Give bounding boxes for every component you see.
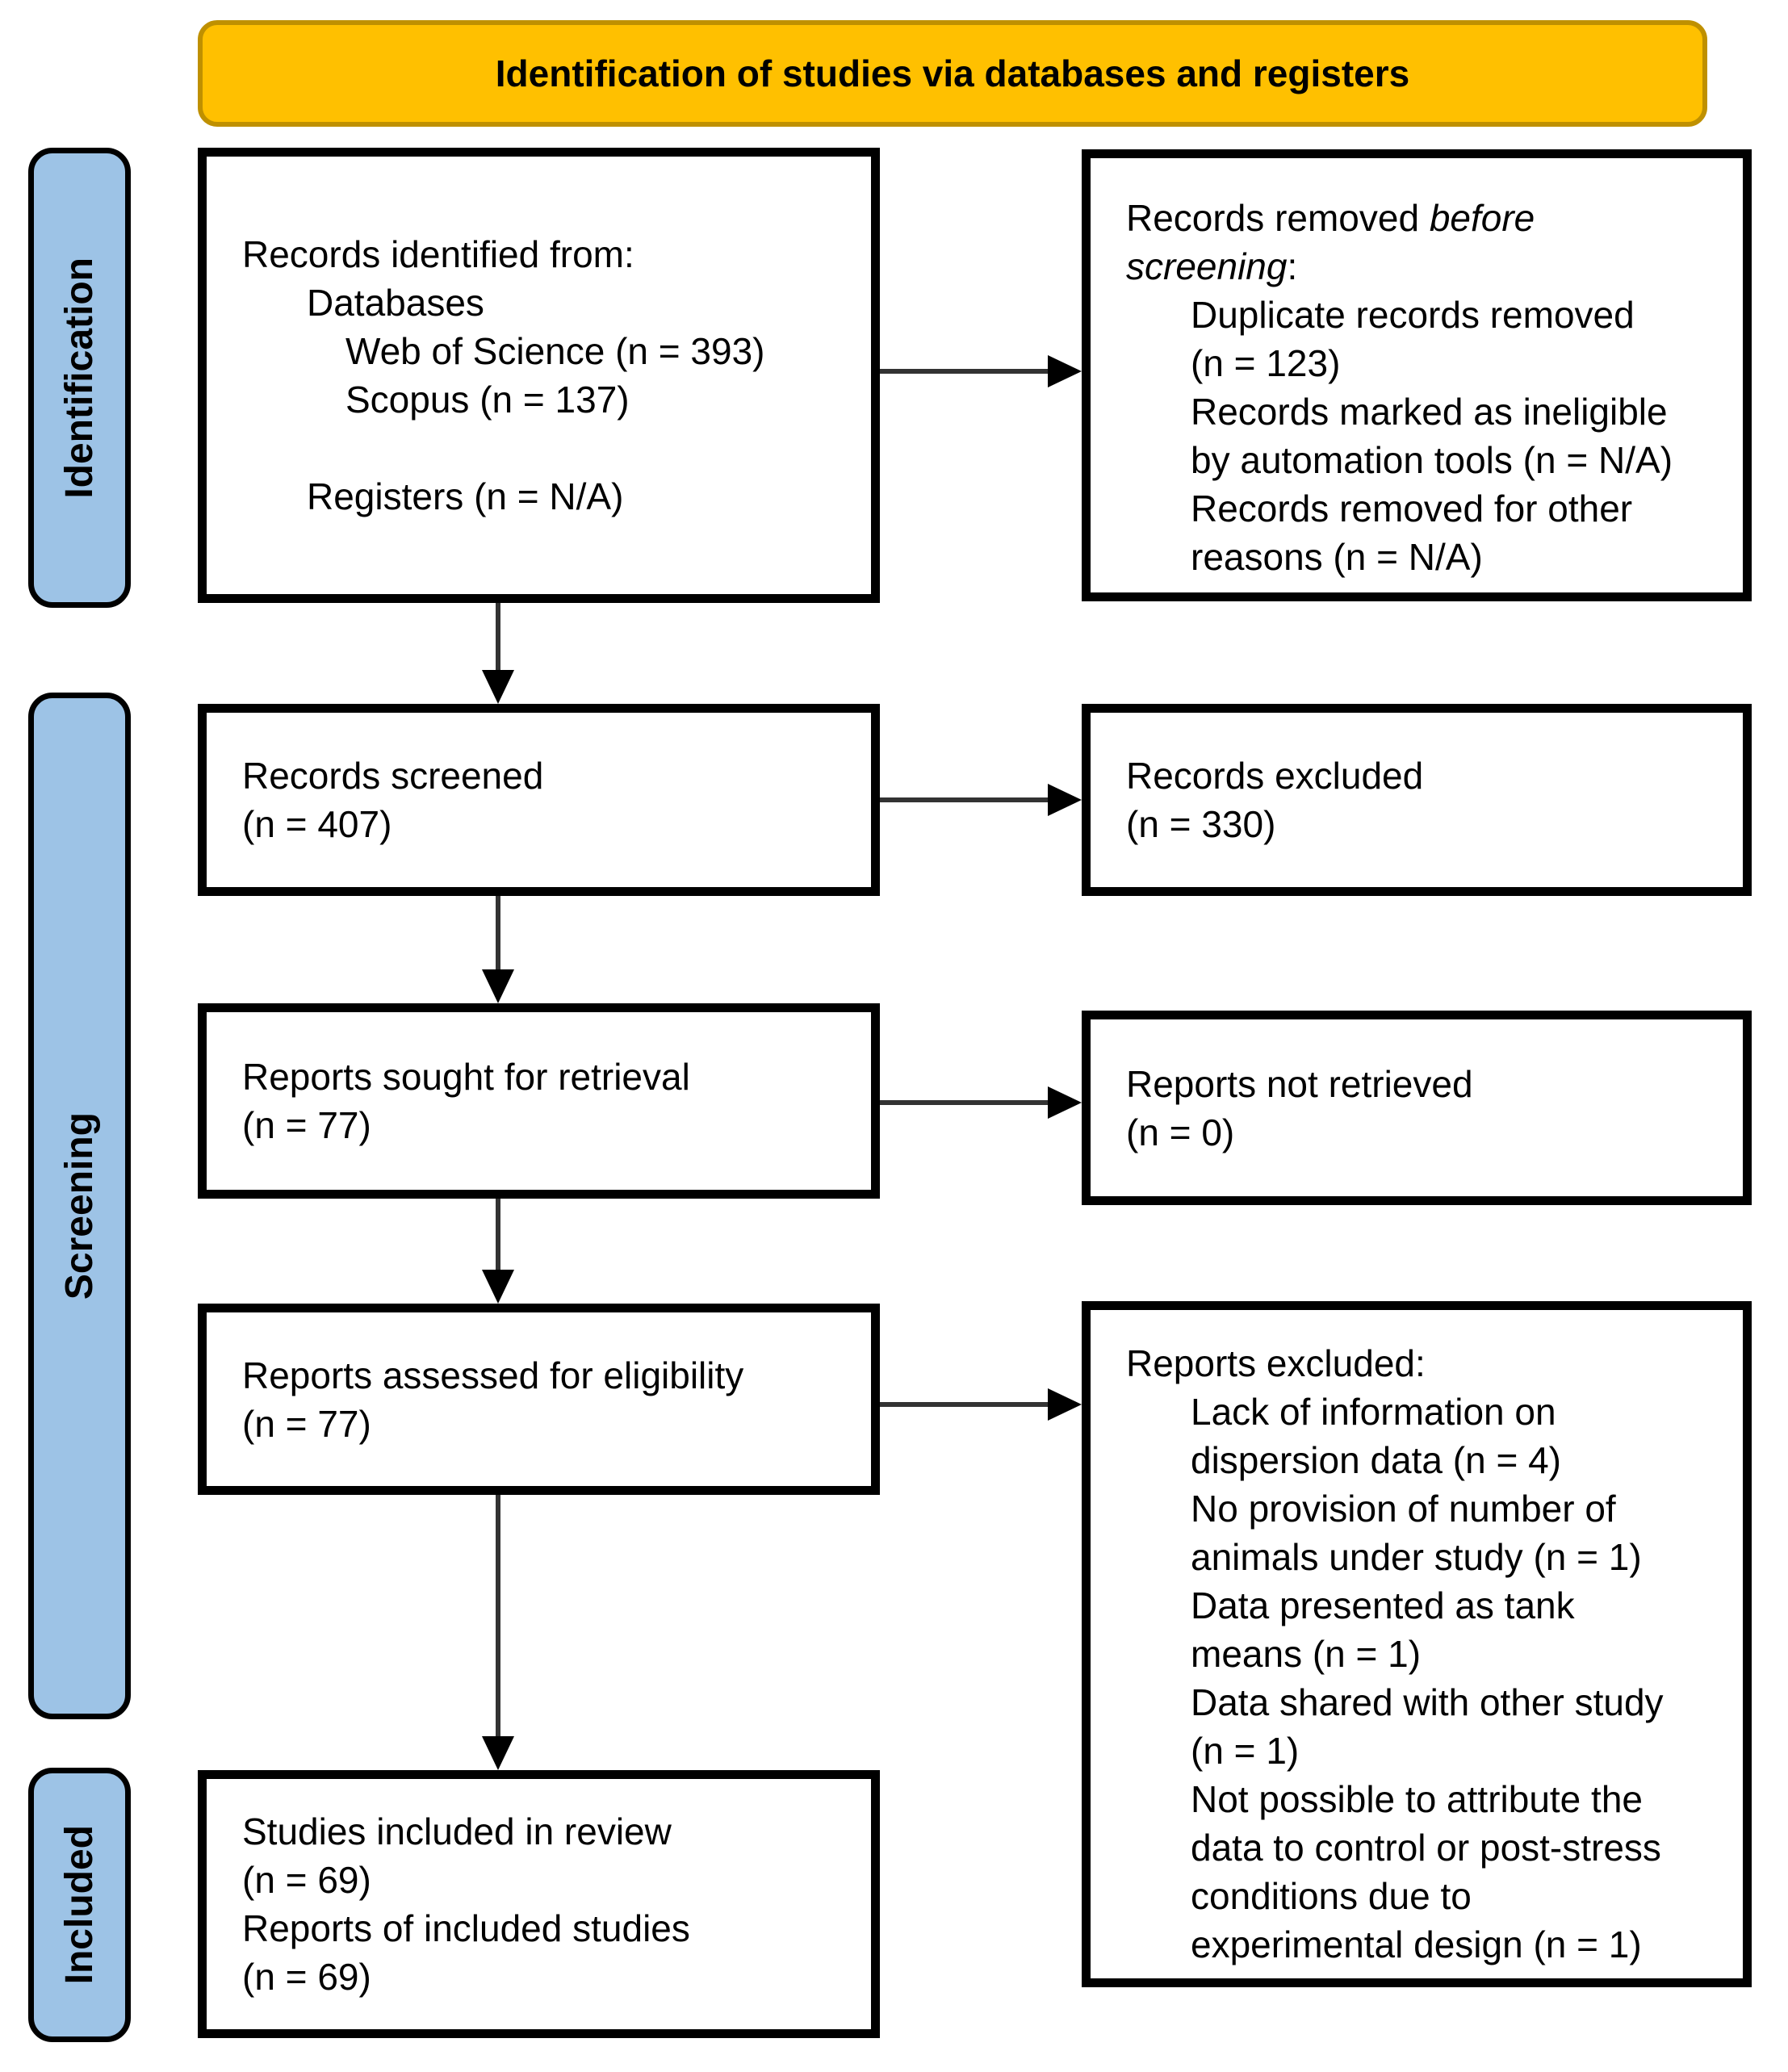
arrow-shaft: [496, 1199, 500, 1271]
box-line: (n = 0): [1126, 1111, 1235, 1153]
heading-text: :: [1287, 245, 1298, 287]
box-reports-not-retrieved: Reports not retrieved (n = 0): [1082, 1011, 1752, 1205]
box-line: (n = 407): [242, 803, 392, 845]
box-line: [242, 424, 865, 472]
box-line: Data presented as tank: [1191, 1584, 1575, 1626]
arrow-shaft: [496, 1495, 500, 1738]
box-line: dispersion data (n = 4): [1191, 1439, 1561, 1481]
box-line: Not possible to attribute the: [1191, 1778, 1643, 1820]
box-line: Reports of included studies: [242, 1907, 690, 1949]
arrowhead-down-icon: [482, 1736, 514, 1770]
arrowhead-down-icon: [482, 670, 514, 704]
box-line: (n = 330): [1126, 803, 1276, 845]
stage-label-screening: Screening: [58, 1111, 101, 1300]
box-line: (n = 1): [1191, 1730, 1300, 1772]
box-line: Studies included in review: [242, 1810, 672, 1852]
box-line: reasons (n = N/A): [1191, 536, 1483, 578]
arrowhead-right-icon: [1048, 1086, 1082, 1119]
box-line: Records identified from:: [242, 233, 634, 275]
box-line: by automation tools (n = N/A): [1191, 439, 1673, 481]
box-reports-sought: Reports sought for retrieval (n = 77): [198, 1003, 880, 1199]
arrow-shaft: [880, 1100, 1049, 1105]
box-line: Duplicate records removed: [1191, 294, 1635, 336]
arrowhead-right-icon: [1048, 355, 1082, 387]
box-line: Scopus (n = 137): [345, 379, 630, 421]
heading-text-italic: before: [1429, 197, 1535, 239]
arrow-shaft: [880, 797, 1049, 802]
box-line: (n = 123): [1191, 342, 1341, 384]
arrowhead-right-icon: [1048, 1388, 1082, 1421]
box-line: conditions due to: [1191, 1875, 1472, 1917]
box-studies-included: Studies included in review (n = 69) Report…: [198, 1770, 880, 2038]
stage-label-identification: Identification: [58, 257, 101, 499]
stage-bar-identification: Identification: [28, 148, 131, 608]
stage-bar-screening: Screening: [28, 693, 131, 1719]
box-body: Duplicate records removed (n = 123) Record…: [1126, 291, 1736, 581]
box-reports-assessed: Reports assessed for eligibility (n = 77): [198, 1304, 880, 1495]
box-line: Records marked as ineligible: [1191, 391, 1668, 433]
box-line: Registers (n = N/A): [307, 475, 624, 517]
box-line: Reports not retrieved: [1126, 1062, 1473, 1105]
box-records-removed: Records removed before screening: Duplic…: [1082, 149, 1752, 601]
box-records-excluded: Records excluded (n = 330): [1082, 704, 1752, 896]
box-line: means (n = 1): [1191, 1633, 1422, 1675]
box-line: Records removed before: [1126, 194, 1736, 242]
box-line: (n = 69): [242, 1956, 371, 1998]
stage-bar-included: Included: [28, 1768, 131, 2042]
box-line: (n = 77): [242, 1104, 371, 1146]
box-line: Records excluded: [1126, 755, 1424, 797]
title-banner: Identification of studies via databases …: [198, 20, 1707, 127]
box-reports-excluded: Reports excluded: Lack of information on d…: [1082, 1301, 1752, 1987]
box-line: No provision of number of: [1191, 1488, 1616, 1530]
box-line: Records removed for other: [1191, 488, 1633, 530]
box-line: Reports sought for retrieval: [242, 1056, 690, 1098]
diagram-title: Identification of studies via databases …: [495, 52, 1410, 94]
arrow-shaft: [496, 603, 500, 672]
box-line: (n = 77): [242, 1402, 371, 1445]
heading-text-italic: screening: [1126, 245, 1288, 287]
box-line: data to control or post-stress: [1191, 1827, 1661, 1869]
arrowhead-right-icon: [1048, 784, 1082, 816]
arrow-shaft: [880, 1402, 1049, 1407]
arrowhead-down-icon: [482, 1270, 514, 1304]
box-line: Databases: [307, 282, 484, 324]
stage-label-included: Included: [58, 1825, 101, 1985]
box-line: Web of Science (n = 393): [345, 330, 765, 372]
box-line: Data shared with other study: [1191, 1681, 1664, 1723]
box-line: (n = 69): [242, 1859, 371, 1901]
box-line: screening:: [1126, 242, 1736, 291]
box-line: experimental design (n = 1): [1191, 1923, 1642, 1965]
box-line: Reports assessed for eligibility: [242, 1354, 744, 1396]
arrow-shaft: [880, 369, 1049, 374]
box-line: Reports excluded:: [1126, 1342, 1426, 1384]
box-line: Records screened: [242, 755, 544, 797]
box-line: animals under study (n = 1): [1191, 1536, 1642, 1578]
box-line: Lack of information on: [1191, 1391, 1556, 1433]
heading-text: Records removed: [1126, 197, 1430, 239]
arrow-shaft: [496, 896, 500, 971]
box-records-screened: Records screened (n = 407): [198, 704, 880, 896]
arrowhead-down-icon: [482, 969, 514, 1003]
